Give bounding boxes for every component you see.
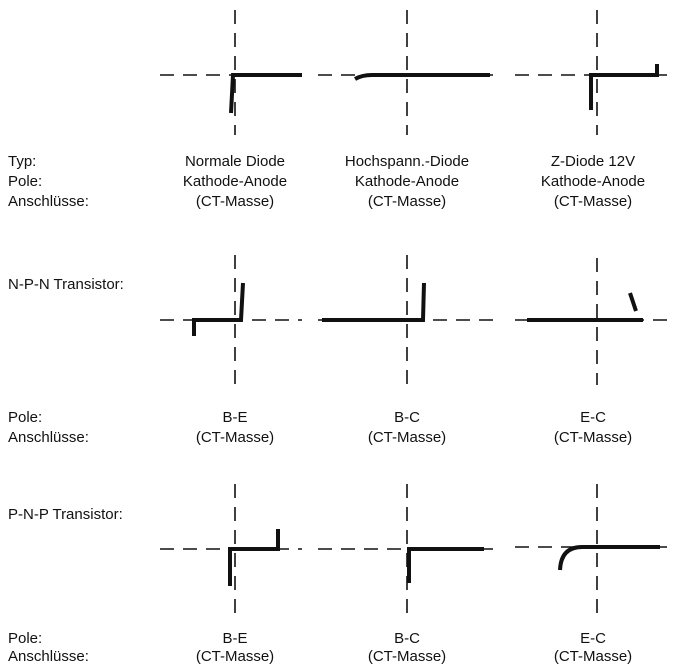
typ-label: Typ: (8, 153, 37, 170)
trace-npn-ec (515, 258, 668, 385)
diode-type-z: Z-Diode 12V (550, 153, 636, 170)
pnp-title: P-N-P Transistor: (8, 506, 123, 523)
diode-anschluss-z: (CT-Masse) (553, 193, 633, 210)
pnp-pole-be: B-E (222, 630, 248, 647)
diode-pole-z: Kathode-Anode (540, 173, 646, 190)
pnp-pole-ec: E-C (580, 630, 606, 647)
pnp-pole-bc: B-C (394, 630, 420, 647)
npn-pole-bc: B-C (394, 409, 420, 426)
pnp-anschluss-be: (CT-Masse) (195, 648, 275, 665)
pnp-anschluesse-label: Anschlüsse: (8, 648, 89, 665)
diode-type-hochspann: Hochspann.-Diode (344, 153, 470, 170)
pole-label: Pole: (8, 173, 43, 190)
pnp-anschluss-bc: (CT-Masse) (367, 648, 447, 665)
trace-npn-bc (318, 255, 498, 385)
trace-npn-be (160, 255, 302, 385)
npn-anschluesse-label: Anschlüsse: (8, 429, 89, 446)
trace-normal-diode (160, 10, 302, 135)
trace-hochspann-diode (318, 10, 498, 135)
diode-pole-hochspann: Kathode-Anode (354, 173, 460, 190)
diode-type-normal: Normale Diode (184, 153, 286, 170)
npn-anschluss-ec: (CT-Masse) (553, 429, 633, 446)
npn-pole-ec: E-C (580, 409, 606, 426)
npn-pole-be: B-E (222, 409, 248, 426)
diode-anschluss-normal: (CT-Masse) (195, 193, 275, 210)
trace-pnp-ec (515, 484, 668, 614)
npn-pole-label: Pole: (8, 409, 43, 426)
npn-title: N-P-N Transistor: (8, 276, 124, 293)
npn-anschluss-bc: (CT-Masse) (367, 429, 447, 446)
trace-pnp-be (160, 484, 302, 614)
pnp-anschluss-ec: (CT-Masse) (553, 648, 633, 665)
diode-anschluss-hochspann: (CT-Masse) (367, 193, 447, 210)
pnp-pole-label: Pole: (8, 630, 43, 647)
trace-z-diode (515, 10, 668, 135)
npn-anschluss-be: (CT-Masse) (195, 429, 275, 446)
diode-pole-normal: Kathode-Anode (182, 173, 288, 190)
trace-pnp-bc (318, 484, 498, 614)
anschluesse-label: Anschlüsse: (8, 193, 89, 210)
